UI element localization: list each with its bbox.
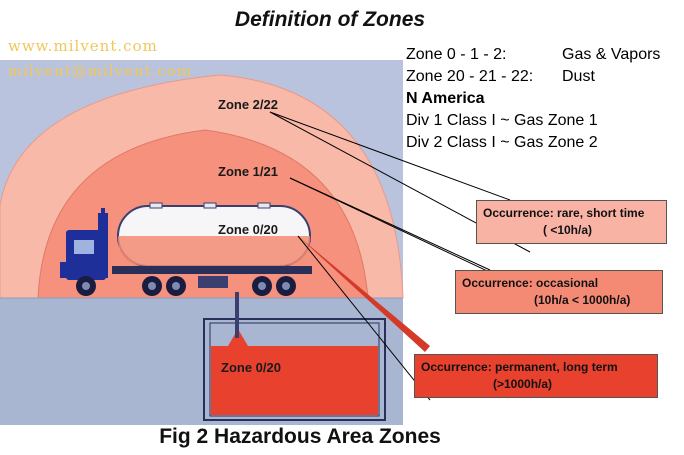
leader-zone-2 [269,111,511,201]
figure-caption: Fig 2 Hazardous Area Zones [159,425,441,448]
callout-rare-text: Occurrence: rare, short time [483,206,645,220]
callout-permanent-text: Occurrence: permanent, long term [421,360,618,374]
fill-pipe [235,292,239,338]
zone-legend: Zone 0 - 1 - 2: Gas & Vapors Zone 20 - 2… [406,44,676,154]
trailer-chassis [112,266,312,274]
legend-heading: N America [406,90,485,107]
zone-0-label: Zone 0/20 [218,222,278,237]
zone-2-label: Zone 2/22 [218,97,278,112]
callout-occasional-range: (10h/a < 1000h/a) [534,293,631,307]
legend-row-gas: Zone 0 - 1 - 2: Gas & Vapors [406,44,676,66]
truck-wheels [76,276,296,296]
callout-occasional-text: Occurrence: occasional [462,276,599,290]
legend-dust-medium: Dust [562,68,595,85]
leader-zone-0 [298,236,430,352]
callout-occasional: Occurrence: occasional (10h/a < 1000h/a) [455,270,663,314]
diagram-title: Definition of Zones [234,8,426,31]
callout-permanent-range: (>1000h/a) [493,377,553,391]
underground-tank-liquid [211,346,378,415]
legend-div1: Div 1 Class I ~ Gas Zone 1 [406,112,598,129]
legend-gas-zones: Zone 0 - 1 - 2: [406,46,507,63]
hose-reel [198,276,228,288]
tank-zone-label: Zone 0/20 [221,360,281,375]
callout-rare-range: ( <10h/a) [543,223,593,237]
callout-permanent: Occurrence: permanent, long term (>1000h… [414,354,658,398]
watermark-email: milvent@milvent.com [8,62,193,80]
truck-cab [60,208,108,280]
watermark-url: www.milvent.com [8,37,158,55]
legend-div2: Div 2 Class I ~ Gas Zone 2 [406,134,598,151]
callout-rare: Occurrence: rare, short time ( <10h/a) [476,200,667,244]
legend-gas-medium: Gas & Vapors [562,46,661,63]
legend-dust-zones: Zone 20 - 21 - 22: [406,68,534,85]
zone-1-label: Zone 1/21 [218,164,278,179]
legend-row-dust: Zone 20 - 21 - 22: Dust [406,66,676,88]
